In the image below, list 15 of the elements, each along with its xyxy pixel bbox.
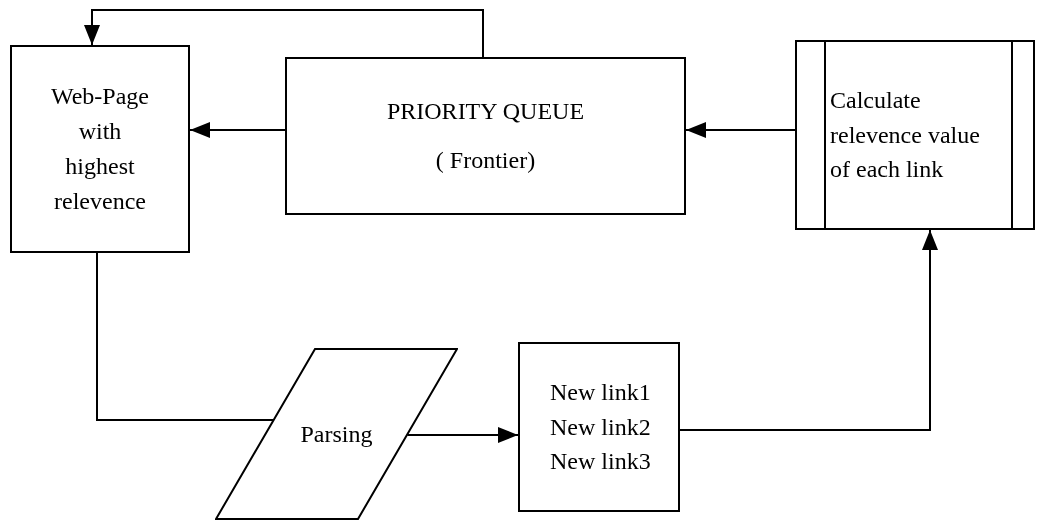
- arrow: [685, 122, 796, 138]
- arrow: [84, 9, 484, 58]
- parsing-parallelogram: [215, 348, 458, 520]
- box-label: New link1 New link2 New link3: [550, 377, 652, 477]
- box-label: PRIORITY QUEUE: [385, 97, 586, 127]
- box-label: Web-Page with highest relevence: [50, 82, 150, 216]
- box-label: Parsing: [299, 419, 374, 449]
- process-box: [10, 45, 190, 253]
- arrow: [189, 122, 286, 138]
- arrow: [679, 229, 938, 431]
- box-label: Calculate relevence value of each link: [830, 85, 981, 185]
- box-label: ( Frontier): [434, 146, 537, 175]
- data-box: [518, 342, 680, 512]
- queue-box: [285, 57, 686, 215]
- predefined-process-box: [795, 40, 1035, 230]
